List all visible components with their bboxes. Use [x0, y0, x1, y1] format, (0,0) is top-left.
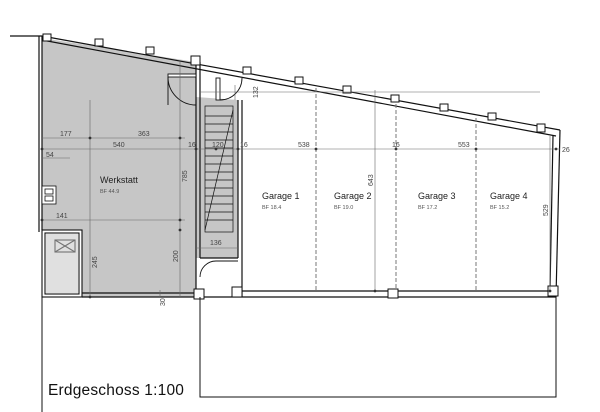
room-name-garage-2: Garage 2 [334, 191, 372, 201]
exterior-walls [10, 35, 561, 298]
room-name-garage-1: Garage 1 [262, 191, 300, 201]
dim-529: 529 [543, 204, 550, 216]
room-area-garage-1: BF 18.4 [262, 205, 281, 211]
room-area-garage-3: BF 17.2 [418, 205, 437, 211]
room-name-garage-4: Garage 4 [490, 191, 528, 201]
forecourt-outline [41, 297, 557, 412]
dim-132: 132 [253, 86, 260, 98]
dim-177: 177 [60, 131, 72, 138]
dim-363: 363 [138, 131, 150, 138]
dim-540: 540 [113, 142, 125, 149]
dim-538: 538 [298, 142, 310, 149]
room-area-garage-2: BF 19.0 [334, 205, 353, 211]
dim-30: 30 [160, 298, 167, 306]
dim-120: 120 [212, 142, 224, 149]
annex-fill [46, 234, 78, 293]
staircase [204, 105, 234, 233]
dim-245: 245 [92, 256, 99, 268]
dim-785: 785 [182, 170, 189, 182]
dim-200: 200 [173, 250, 180, 262]
plan-title: Erdgeschoss 1:100 [48, 382, 184, 399]
dim-141: 141 [56, 213, 68, 220]
room-name-garage-3: Garage 3 [418, 191, 456, 201]
room-area-garage-4: BF 15.2 [490, 205, 509, 211]
workshop-equipment [41, 185, 57, 205]
room-area-werkstatt: BF 44.9 [100, 189, 119, 195]
dim-16a: 16 [188, 142, 196, 149]
dim-553: 553 [458, 142, 470, 149]
dim-643: 643 [368, 174, 375, 186]
dim-16b: 16 [240, 142, 248, 149]
dim-136: 136 [210, 240, 222, 247]
bottom-columns [193, 285, 559, 300]
garage-dividers [315, 88, 477, 291]
door-swing [167, 73, 243, 278]
dim-54: 54 [46, 152, 54, 159]
dim-26: 26 [562, 147, 570, 154]
dim-16c: 16 [392, 142, 400, 149]
roof-markers [42, 33, 546, 133]
dimension-ticks [40, 136, 558, 299]
workshop-floor-fill [42, 38, 196, 297]
dimension-lines [42, 62, 560, 297]
room-name-werkstatt: Werkstatt [100, 175, 138, 185]
